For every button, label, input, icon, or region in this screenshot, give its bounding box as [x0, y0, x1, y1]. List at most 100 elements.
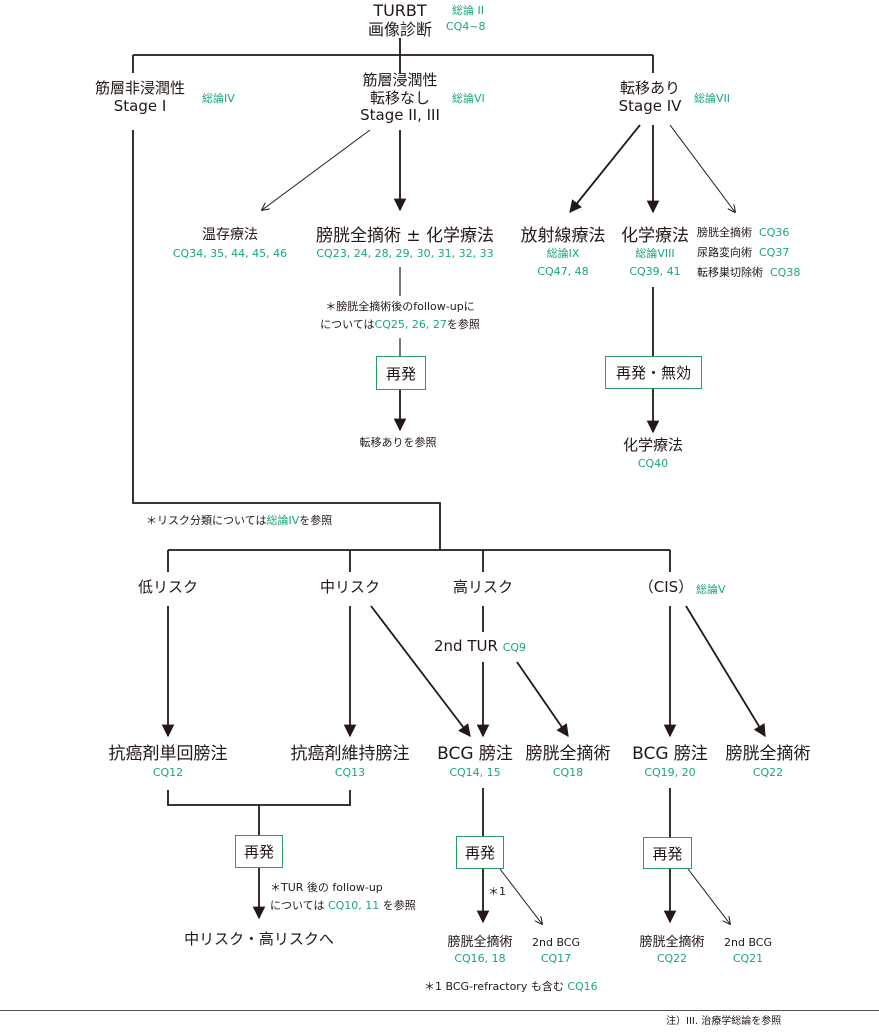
- cyst3-ref: CQ16, 18: [454, 952, 506, 965]
- arrow-to-others: [669, 124, 735, 212]
- line-stage1-to-risk: [132, 130, 441, 550]
- radiation-ref-cq: CQ47, 48: [537, 265, 589, 278]
- second-bcg1-ref: CQ17: [540, 952, 572, 965]
- relapse-box-bcg1: 再発: [456, 836, 504, 869]
- cyst2-ref: CQ22: [752, 766, 784, 779]
- turbt-ref-cq: CQ4~8: [446, 20, 486, 33]
- node-turbt: TURBT 画像診断: [368, 1, 432, 40]
- others-item-label: 転移巣切除術: [697, 266, 763, 279]
- star1-marker: ＊1: [488, 885, 506, 898]
- followup-note-text-b: を参照: [446, 318, 480, 331]
- relapse-box-left: 再発: [376, 356, 426, 390]
- node-chemo2: 化学療法: [622, 436, 684, 454]
- chemo2-ref: CQ40: [637, 457, 669, 470]
- turbt-line1: TURBT: [373, 1, 427, 20]
- stage1-line2: Stage I: [113, 96, 167, 115]
- maint-instill-ref: CQ13: [334, 766, 366, 779]
- node-stage4: 転移あり Stage IV: [618, 79, 682, 115]
- node-cis: （CIS）: [638, 578, 694, 596]
- second-tur-ref: CQ9: [502, 641, 527, 654]
- tur-note-line1: ＊TUR 後の follow-up: [270, 881, 383, 894]
- risk-note-ref: 総論IV: [266, 514, 300, 527]
- others-item-ref: CQ37: [759, 246, 790, 259]
- stage1-line1: 筋層非浸潤性: [94, 79, 186, 97]
- relapse-box-bcg2: 再発: [643, 837, 692, 869]
- stage4-line2: Stage IV: [618, 96, 682, 115]
- arrow-relapse-to-2ndbcg1: [499, 868, 542, 924]
- followup-note-text-a: については: [320, 318, 375, 331]
- tur-note-ref: CQ10, 11: [327, 899, 380, 912]
- node-radiation: 放射線療法: [520, 226, 606, 246]
- risk-note-text-b: を参照: [299, 514, 333, 527]
- bcg1-ref: CQ14, 15: [449, 766, 501, 779]
- others-item: 膀胱全摘術 CQ36: [697, 226, 790, 240]
- single-instill-ref: CQ12: [152, 766, 184, 779]
- node-conserve: 温存療法: [202, 227, 258, 243]
- node-cyst1: 膀胱全摘術: [525, 744, 611, 764]
- node-cystectomy-chemo: 膀胱全摘術 ± 化学療法: [315, 226, 495, 246]
- node-maint-instill: 抗癌剤維持膀注: [290, 744, 410, 764]
- arrow-to-radiation: [569, 124, 641, 213]
- arrow-2ndtur-to-cyst1: [516, 661, 569, 738]
- others-item-ref: CQ38: [770, 266, 801, 279]
- others-item-label: 膀胱全摘術: [697, 226, 752, 239]
- chemo-ref-cq: CQ39, 41: [629, 265, 681, 278]
- risk-note-text-a: ＊リスク分類については: [146, 514, 267, 527]
- node-risk-low: 低リスク: [137, 578, 199, 596]
- node-chemo: 化学療法: [621, 226, 689, 246]
- node-see-metastasis: 転移ありを参照: [359, 436, 437, 449]
- tur-note-text-a: については: [270, 899, 325, 912]
- followup-note-ref: CQ25, 26, 27: [374, 318, 447, 331]
- stage1-ref: 総論IV: [202, 92, 235, 105]
- others-item: 転移巣切除術 CQ38: [697, 266, 801, 280]
- cyst4-ref: CQ22: [656, 952, 688, 965]
- refractory-note: ＊1 BCG-refractory も含む CQ16: [424, 980, 598, 994]
- tur-note-text-b: を参照: [382, 899, 416, 912]
- node-stage1: 筋層非浸潤性 Stage I: [94, 79, 186, 115]
- followup-note-line2: についてはCQ25, 26, 27を参照: [320, 318, 480, 332]
- arrow-relapse-to-2ndbcg2: [687, 868, 730, 924]
- turbt-ref-general: 総論 II: [452, 4, 484, 17]
- relapse-invalid-box: 再発・無効: [605, 356, 702, 389]
- node-bcg1: BCG 膀注: [437, 744, 513, 764]
- node-cyst2: 膀胱全摘術: [725, 744, 811, 764]
- others-item: 尿路変向術 CQ37: [697, 246, 790, 260]
- line-merge-instill: [167, 790, 351, 806]
- cis-ref: 総論V: [696, 583, 726, 596]
- arrow-cis-to-cyst2: [685, 605, 766, 738]
- radiation-ref-general: 総論IX: [546, 247, 580, 260]
- footnote: 注）III. 治療学総論を参照: [666, 1016, 782, 1027]
- others-item-ref: CQ36: [759, 226, 790, 239]
- conserve-refs: CQ34, 35, 44, 45, 46: [172, 247, 288, 260]
- refractory-note-text: ＊1 BCG-refractory も含む: [424, 980, 564, 993]
- followup-note-line1: ＊膀胱全摘術後のfollow-upに: [325, 300, 475, 313]
- cyst1-ref: CQ18: [552, 766, 584, 779]
- node-to-midhigh: 中リスク・高リスクへ: [184, 930, 334, 948]
- node-cyst3: 膀胱全摘術: [447, 935, 513, 950]
- stage23-ref: 総論VI: [452, 92, 485, 105]
- stage23-line3: Stage II, III: [360, 106, 440, 125]
- footer-divider: [0, 1010, 879, 1011]
- refractory-note-ref: CQ16: [567, 980, 598, 993]
- node-bcg2: BCG 膀注: [632, 744, 708, 764]
- tur-note-line2: については CQ10, 11 を参照: [270, 899, 416, 913]
- relapse-box-instill: 再発: [235, 835, 283, 868]
- node-stage23: 筋層浸潤性 転移なし Stage II, III: [360, 71, 440, 125]
- node-2nd-bcg1: 2nd BCG: [531, 936, 581, 949]
- second-bcg2-ref: CQ21: [732, 952, 764, 965]
- bcg2-ref: CQ19, 20: [644, 766, 696, 779]
- arrow-to-conserve: [262, 129, 371, 210]
- cystectomy-chemo-refs: CQ23, 24, 28, 29, 30, 31, 32, 33: [316, 247, 494, 260]
- node-cyst4: 膀胱全摘術: [639, 935, 705, 950]
- node-2nd-bcg2: 2nd BCG: [723, 936, 773, 949]
- others-item-label: 尿路変向術: [697, 246, 752, 259]
- stage23-line2: 転移なし: [369, 88, 430, 107]
- chemo-ref-general: 総論VIII: [635, 247, 675, 260]
- risk-note: ＊リスク分類については総論IVを参照: [146, 514, 333, 528]
- arrow-mid-to-bcg1: [370, 605, 471, 738]
- stage4-ref: 総論VII: [694, 92, 731, 105]
- node-risk-high: 高リスク: [452, 578, 514, 596]
- second-tur-label: 2nd TUR: [434, 637, 498, 655]
